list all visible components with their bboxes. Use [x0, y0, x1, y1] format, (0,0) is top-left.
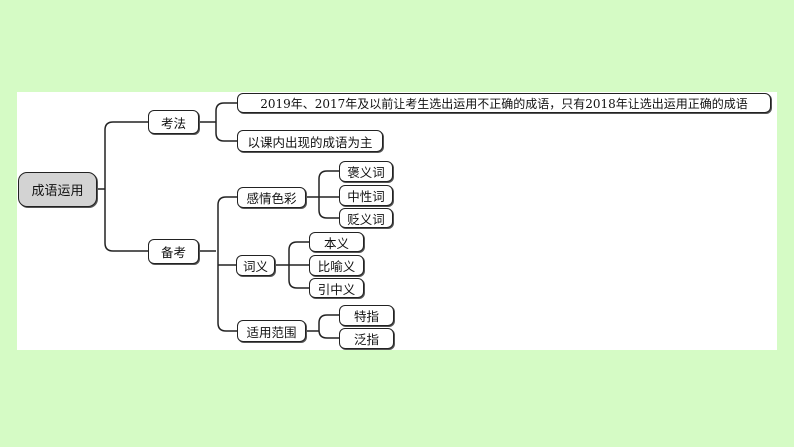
connector [97, 121, 148, 252]
node-beikao[interactable]: 备考 [148, 239, 199, 264]
mindmap-canvas [17, 92, 777, 350]
node-emotion[interactable]: 感情色彩 [237, 187, 306, 208]
node-kaofa-detail-2[interactable]: 以课内出现的成语为主 [237, 130, 383, 152]
node-scope[interactable]: 适用范围 [237, 320, 306, 342]
node-kaofa-detail-1[interactable]: 2019年、2017年及以前让考生选出运用不正确的成语，只有2018年让选出运用… [237, 93, 771, 113]
connector [199, 102, 237, 142]
node-derogatory[interactable]: 贬义词 [339, 208, 393, 228]
node-commendatory[interactable]: 褒义词 [339, 161, 393, 182]
connector [275, 241, 309, 289]
connector [306, 314, 339, 339]
node-general[interactable]: 泛指 [339, 328, 394, 349]
connector [306, 170, 339, 219]
node-extended[interactable]: 引中义 [309, 278, 364, 298]
node-kaofa[interactable]: 考法 [148, 110, 199, 134]
node-specific[interactable]: 特指 [339, 305, 394, 326]
node-metaphorical[interactable]: 比喻义 [309, 255, 364, 276]
connector [199, 196, 237, 332]
node-meaning[interactable]: 词义 [236, 255, 275, 276]
node-literal[interactable]: 本义 [309, 232, 364, 252]
root-node[interactable]: 成语运用 [18, 172, 97, 207]
node-neutral[interactable]: 中性词 [339, 185, 393, 206]
